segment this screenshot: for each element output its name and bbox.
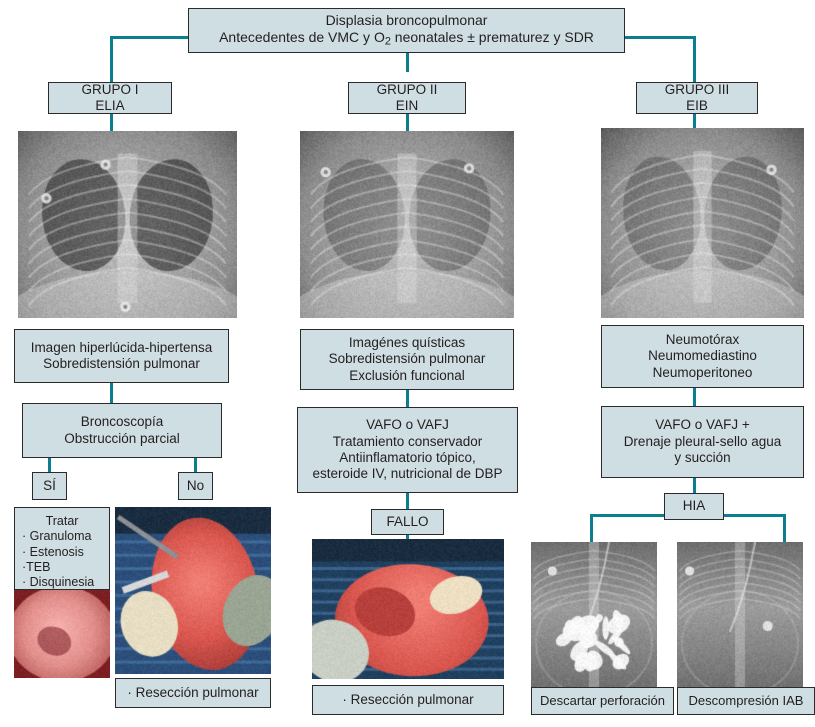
xray-hia-right [677, 542, 803, 687]
col2-findings-box: Imagénes quísticas Sobredistensión pulmo… [300, 329, 514, 390]
connector-bus-right-drop [693, 36, 696, 82]
connector-col2-findings-to-management [406, 390, 409, 407]
connector-col3-management-to-hia [693, 478, 696, 493]
col2-management-line-3: Antiinflamatorio tópico, [339, 450, 476, 465]
col1-findings-box: Imagen hiperlúcida-hipertensa Sobrediste… [14, 329, 229, 383]
group-3-acronym: EIB [686, 98, 708, 113]
col3-outcome-right-box: Descompresión IAB [677, 687, 815, 715]
col1-findings-line-1: Imagen hiperlúcida-hipertensa [30, 339, 213, 355]
connector-col1-procedure-to-si [48, 458, 51, 472]
connector-col3-findings-to-management [693, 388, 696, 406]
connector-bus-left-drop [110, 36, 113, 82]
col1-decision-yes: SÍ [32, 472, 67, 500]
col1-treatment-head: Tratar [45, 514, 79, 528]
col3-outcome-left-label: Descartar perforación [540, 693, 665, 709]
col3-findings-line-3: Neumoperitoneo [652, 364, 753, 380]
col3-findings-line-1: Neumotórax [665, 331, 740, 347]
col1-treatment-list-box: Tratar · Granuloma · Estenosis ·TEB · Di… [14, 507, 110, 590]
group-1-header: GRUPO I ELIA [48, 82, 172, 114]
surgery-photo-group2 [312, 539, 504, 679]
col2-findings-line-1: Imagénes quísticas [348, 334, 466, 350]
connector-col1-procedure-to-no [194, 458, 197, 472]
col3-outcome-left-box: Descartar perforación [531, 687, 674, 715]
col1-treatment-item-2: · Estenosis [22, 544, 84, 559]
col1-outcome-label: · Resección pulmonar [127, 684, 259, 700]
col2-management-line-2: Tratamiento conservador [332, 433, 483, 449]
col2-failure-box: FALLO [371, 509, 444, 535]
col2-management-box: VAFO o VAFJ Tratamiento conservador Anti… [297, 407, 518, 493]
connector-hia-right-drop [783, 514, 786, 542]
col1-procedure-box: Broncoscopía Obstrucción parcial [22, 403, 222, 458]
col3-management-line-3: y succión [674, 450, 731, 466]
col2-management-line-1: VAFO o VAFJ [366, 417, 449, 433]
group-2-name: GRUPO II [376, 81, 438, 97]
xray-group3 [601, 128, 804, 318]
col1-decision-no-label: No [186, 477, 205, 493]
col2-outcome-label: · Resección pulmonar [342, 691, 474, 707]
oxygen-subscript: 2 [384, 35, 391, 48]
col2-findings-line-3: Exclusión funcional [349, 367, 465, 383]
col2-management-line-4: esteroide IV, nutricional de DBP [312, 466, 503, 482]
title-box: Displasia broncopulmonar Antecedentes de… [188, 8, 625, 53]
col3-management-box: VAFO o VAFJ + Drenaje pleural-sello agua… [601, 406, 804, 478]
col1-procedure-line-1: Broncoscopía [80, 414, 164, 430]
group-1-name: GRUPO I [81, 81, 139, 97]
bronchoscopy-photo-group1 [14, 590, 110, 678]
connector-hia-left-arm [590, 514, 665, 517]
col3-outcome-right-label: Descompresión IAB [688, 693, 804, 709]
col3-findings-box: Neumotórax Neumomediastino Neumoperitone… [601, 325, 804, 388]
xray-hia-left [531, 542, 657, 687]
group-2-header: GRUPO II EIN [348, 82, 466, 114]
xray-group2 [300, 131, 514, 318]
connector-title-to-bus [406, 52, 409, 72]
title-line-1: Displasia broncopulmonar [325, 11, 488, 28]
group-2-acronym: EIN [395, 98, 419, 113]
col1-decision-yes-label: SÍ [43, 477, 56, 493]
connector-hia-right-arm [723, 514, 786, 517]
group-1-acronym: ELIA [95, 98, 125, 113]
col1-treatment-item-3: ·TEB [22, 559, 51, 574]
group-3-name: GRUPO III [664, 81, 730, 97]
col1-outcome-box: · Resección pulmonar [115, 678, 271, 708]
col1-findings-line-2: Sobredistensión pulmonar [43, 356, 200, 371]
title-line-2: Antecedentes de VMC y O2 neonatales ± pr… [219, 29, 594, 48]
col1-procedure-line-2: Obstrucción parcial [64, 430, 180, 446]
surgery-photo-group1 [115, 507, 271, 674]
xray-group1 [18, 131, 237, 318]
col1-treatment-item-4: · Disquinesia [22, 575, 95, 589]
connector-group2-to-image [406, 113, 409, 131]
col3-hia-box: HIA [664, 493, 724, 520]
col1-decision-no: No [178, 472, 213, 500]
col1-treatment-item-1: · Granuloma [22, 529, 92, 544]
connector-col2-management-to-fallo [406, 493, 409, 509]
col3-management-line-2: Drenaje pleural-sello agua [623, 433, 782, 449]
col3-hia-label: HIA [682, 498, 706, 514]
connector-col1-findings-to-procedure [110, 383, 113, 403]
col2-failure-label: FALLO [386, 513, 429, 529]
connector-group3-to-image [693, 113, 696, 131]
connector-group1-to-image [110, 113, 113, 131]
col3-findings-line-2: Neumomediastino [648, 348, 757, 364]
col2-findings-line-2: Sobredistensión pulmonar [328, 351, 486, 367]
col2-outcome-box: · Resección pulmonar [312, 685, 504, 715]
group-3-header: GRUPO III EIB [636, 82, 758, 114]
col3-management-line-1: VAFO o VAFJ + [655, 417, 750, 433]
connector-hia-left-drop [590, 514, 593, 542]
